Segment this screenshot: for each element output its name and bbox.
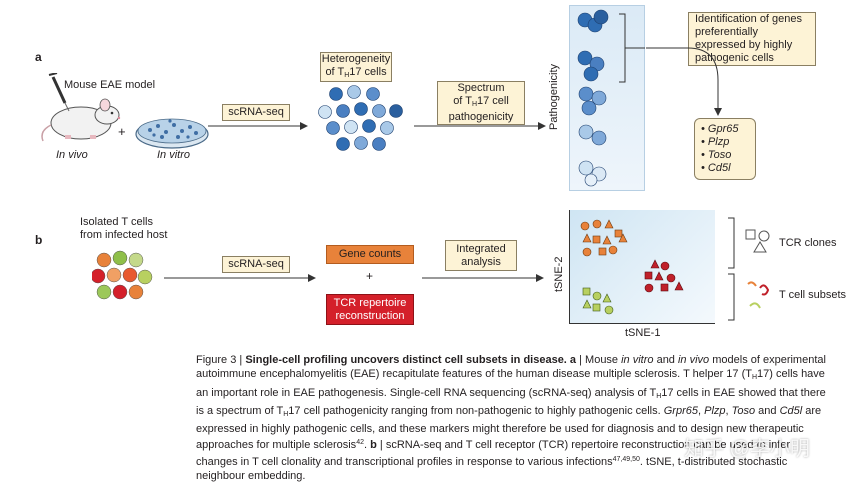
t-cell-subsets-icon [747,281,770,309]
spectrum-box: Spectrum of TH17 cell pathogenicity [437,81,525,125]
arrow-b1 [164,274,316,282]
heterogeneity-box: Heterogeneity of TH17 cells [320,52,392,82]
gene-list-box: • Gpr65 • Plzp • Toso • Cd5l [694,118,756,180]
in-vivo-label: In vivo [56,149,88,161]
panel-a-label: a [35,50,42,64]
panel-b-label: b [35,233,43,247]
arrow-a2 [414,122,546,130]
tsne-y-label: tSNE-2 [553,256,565,292]
plus-sign: + [118,124,126,139]
mouse-label: Mouse EAE model [64,79,156,91]
pathogenicity-axis-label: Pathogenicity [548,63,560,130]
identification-box: Identification of genes preferentially e… [688,12,816,66]
th17-cell-cluster [318,85,403,151]
arrow-b2 [422,274,544,282]
tsne-x-label: tSNE-1 [625,327,661,339]
gene-counts-box: Gene counts [326,245,414,264]
scrna-seq-box-a: scRNA-seq [222,104,290,121]
tcr-clones-shapes-icon [745,229,770,253]
plus-sign-b: + [366,269,374,283]
watermark: 知乎 @李小明 [684,438,810,460]
legend-t-cell-subsets: T cell subsets [779,289,847,301]
isolated-line2: from infected host [80,229,168,241]
tsne-markers [580,219,684,315]
isolated-line1: Isolated T cells [80,216,153,228]
mouse-icon [41,73,121,142]
figure-caption: Figure 3 | Single-cell profiling uncover… [196,354,826,483]
pathogenicity-cells [577,9,645,187]
legend-tcr-clones: TCR clones [779,237,837,249]
tcr-reconstruction-box: TCR repertoire reconstruction [326,294,414,325]
arrow-a1 [208,122,308,130]
in-vitro-label: In vitro [157,149,191,161]
arrow-to-genes [646,47,722,116]
integrated-analysis-box: Integrated analysis [445,240,517,271]
legend-brackets [728,217,735,321]
petri-dish-icon [135,118,209,149]
mixed-t-cell-cluster [92,250,153,300]
scrna-seq-box-b: scRNA-seq [222,256,290,273]
